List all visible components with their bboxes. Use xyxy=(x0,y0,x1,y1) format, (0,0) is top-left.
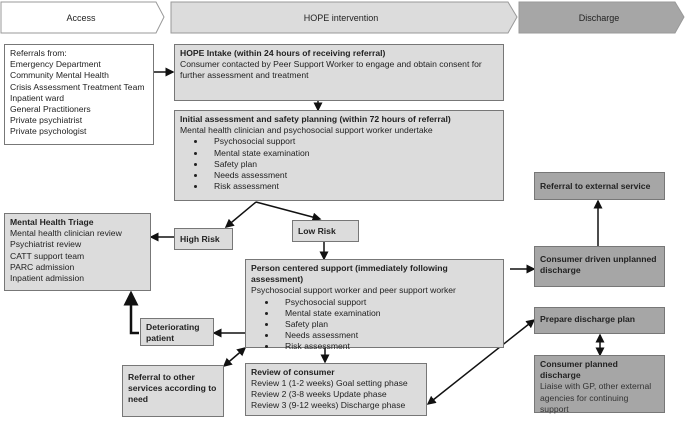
initial-item: Mental state examination xyxy=(206,148,498,159)
planned-title: Consumer planned discharge xyxy=(540,359,618,381)
deteriorating-box: Deteriorating patient xyxy=(140,318,214,346)
initial-assessment-box: Initial assessment and safety planning (… xyxy=(174,110,504,201)
phase-access: Access xyxy=(66,12,96,23)
referral-source: Emergency Department xyxy=(10,59,101,70)
planned-discharge-box: Consumer planned discharge Liaise with G… xyxy=(534,355,665,414)
initial-item: Psychosocial support xyxy=(206,136,498,147)
triage-item: PARC admission xyxy=(10,261,75,272)
triage-item: CATT support team xyxy=(10,250,85,261)
referrals-box: Referrals from: Emergency Department Com… xyxy=(4,44,154,145)
referral-source: General Practitioners xyxy=(10,104,91,115)
person-item: Psychosocial support xyxy=(277,297,498,308)
review-item: Review 1 (1-2 weeks) Goal setting phase xyxy=(251,377,408,388)
review-title: Review of consumer xyxy=(251,367,335,377)
initial-item: Safety plan xyxy=(206,159,498,170)
referral-source: Inpatient ward xyxy=(10,92,64,103)
intake-box: HOPE Intake (within 24 hours of receivin… xyxy=(174,44,504,101)
initial-text: Mental health clinician and psychosocial… xyxy=(180,125,433,136)
review-item: Review 2 (3-8 weeks Update phase xyxy=(251,388,387,399)
initial-item: Risk assessment xyxy=(206,181,498,192)
review-box: Review of consumer Review 1 (1-2 weeks) … xyxy=(245,363,427,416)
person-centered-box: Person centered support (immediately fol… xyxy=(245,259,504,351)
review-item: Review 3 (9-12 weeks) Discharge phase xyxy=(251,399,406,410)
intake-text: Consumer contacted by Peer Support Worke… xyxy=(180,59,482,81)
planned-text: Liaise with GP, other external agencies … xyxy=(540,381,652,414)
triage-box: Mental Health Triage Mental health clini… xyxy=(4,213,151,291)
referral-other-box: Referral to other services according to … xyxy=(122,365,224,417)
triage-item: Psychiatrist review xyxy=(10,239,82,250)
initial-title: Initial assessment and safety planning (… xyxy=(180,114,451,124)
arrow-person-referral-other xyxy=(222,347,247,367)
phase-discharge: Discharge xyxy=(578,12,620,23)
unplanned-discharge-box: Consumer driven unplanned discharge xyxy=(534,246,665,287)
arrow-to-high-risk xyxy=(224,201,257,228)
person-item: Risk assessment xyxy=(277,341,498,352)
referral-source: Crisis Assessment Treatment Team xyxy=(10,81,145,92)
external-service-box: Referral to external service xyxy=(534,172,665,200)
referrals-title: Referrals from: xyxy=(10,48,67,58)
arrow-to-low-risk xyxy=(255,201,322,222)
person-title: Person centered support (immediately fol… xyxy=(251,263,448,285)
prepare-discharge-box: Prepare discharge plan xyxy=(534,307,665,334)
triage-item: Mental health clinician review xyxy=(10,228,122,239)
triage-item: Inpatient admission xyxy=(10,273,85,284)
initial-item: Needs assessment xyxy=(206,170,498,181)
low-risk-box: Low Risk xyxy=(292,220,359,242)
triage-title: Mental Health Triage xyxy=(10,217,94,227)
referral-source: Private psychiatrist xyxy=(10,115,83,126)
high-risk-box: High Risk xyxy=(174,228,233,250)
phase-hope-intervention: HOPE intervention xyxy=(303,12,379,23)
person-text: Psychosocial support worker and peer sup… xyxy=(251,285,456,296)
arrow-deteriorating-to-triage xyxy=(123,290,139,335)
person-item: Needs assessment xyxy=(277,330,498,341)
person-item: Safety plan xyxy=(277,319,498,330)
referral-source: Community Mental Health xyxy=(10,70,109,81)
intake-title: HOPE Intake (within 24 hours of receivin… xyxy=(180,48,386,58)
referral-source: Private psychologist xyxy=(10,126,87,137)
person-item: Mental state examination xyxy=(277,308,498,319)
